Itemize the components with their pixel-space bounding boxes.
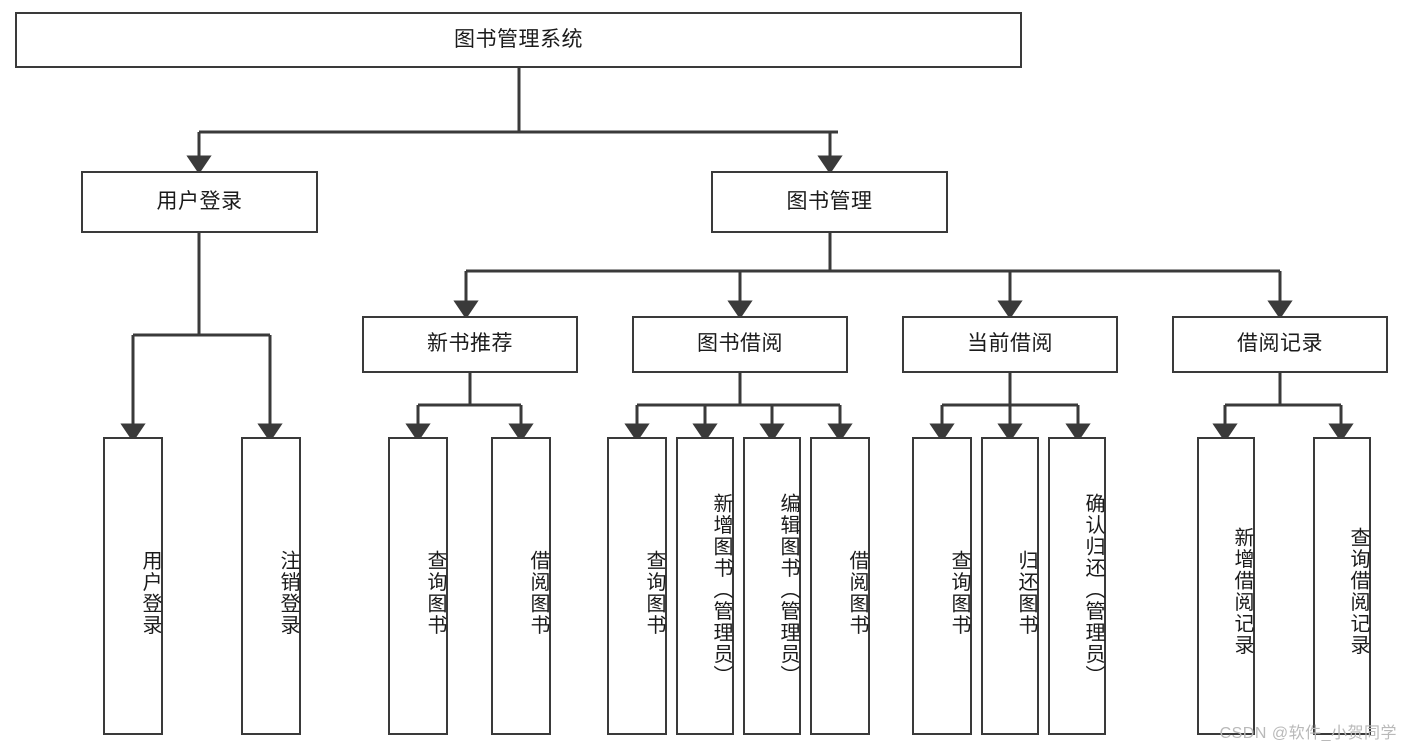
node-label: 新增借阅记录 — [1231, 526, 1253, 656]
node-book-borrow[interactable]: 图书借阅 — [632, 316, 848, 373]
leaf-query-book-1[interactable]: 查询图书 — [388, 437, 448, 735]
leaf-query-record[interactable]: 查询借阅记录 — [1313, 437, 1371, 735]
node-label: 图书借阅 — [697, 332, 783, 356]
leaf-borrow-book-1[interactable]: 借阅图书 — [491, 437, 551, 735]
leaf-confirm-return[interactable]: 确认归还（管理员） — [1048, 437, 1106, 735]
node-label: 查询图书 — [948, 550, 970, 636]
leaf-query-book-3[interactable]: 查询图书 — [912, 437, 972, 735]
leaf-add-book[interactable]: 新增图书（管理员） — [676, 437, 734, 735]
node-root-system[interactable]: 图书管理系统 — [15, 12, 1022, 68]
node-label: 查询图书 — [643, 550, 665, 636]
node-new-book-recommend[interactable]: 新书推荐 — [362, 316, 578, 373]
node-label: 用户登录 — [156, 189, 243, 213]
node-label: 查询借阅记录 — [1347, 526, 1369, 656]
node-label: 归还图书 — [1015, 550, 1037, 636]
node-label: 用户登录 — [139, 550, 161, 636]
node-label: 编辑图书（管理员） — [777, 493, 799, 687]
node-label: 新书推荐 — [427, 332, 513, 356]
leaf-borrow-book-2[interactable]: 借阅图书 — [810, 437, 870, 735]
leaf-user-logout[interactable]: 注销登录 — [241, 437, 301, 735]
leaf-user-login[interactable]: 用户登录 — [103, 437, 163, 735]
node-borrow-record[interactable]: 借阅记录 — [1172, 316, 1388, 373]
node-label: 查询图书 — [424, 550, 446, 636]
leaf-edit-book[interactable]: 编辑图书（管理员） — [743, 437, 801, 735]
node-book-manage[interactable]: 图书管理 — [711, 171, 948, 233]
node-label: 当前借阅 — [967, 332, 1053, 356]
leaf-query-book-2[interactable]: 查询图书 — [607, 437, 667, 735]
node-label: 新增图书（管理员） — [710, 493, 732, 687]
node-label: 图书管理系统 — [454, 27, 583, 51]
node-user-login[interactable]: 用户登录 — [81, 171, 318, 233]
node-label: 注销登录 — [277, 550, 299, 636]
node-label: 借阅记录 — [1237, 332, 1323, 356]
csdn-watermark: CSDN @软件_小贺同学 — [1219, 725, 1397, 742]
node-current-borrow[interactable]: 当前借阅 — [902, 316, 1118, 373]
node-label: 借阅图书 — [527, 550, 549, 636]
leaf-return-book[interactable]: 归还图书 — [981, 437, 1039, 735]
leaf-add-record[interactable]: 新增借阅记录 — [1197, 437, 1255, 735]
node-label: 借阅图书 — [846, 550, 868, 636]
node-label: 图书管理 — [786, 189, 873, 213]
node-label: 确认归还（管理员） — [1082, 493, 1104, 687]
